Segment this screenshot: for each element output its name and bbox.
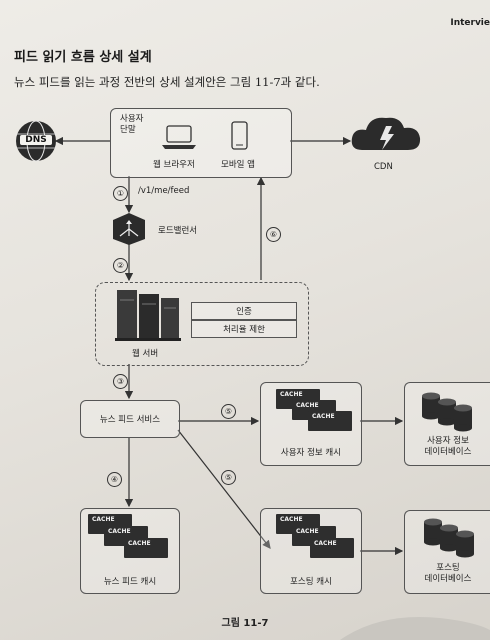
user-device-label: 사용자 단말 [120, 114, 144, 135]
auth-box [191, 302, 297, 320]
step-4-marker: ④ [107, 472, 122, 487]
figure-caption: 그림 11-7 [221, 618, 269, 629]
step-2-marker: ② [113, 258, 128, 273]
api-path-label: /v1/me/feed [138, 186, 190, 196]
web-server-box [95, 282, 309, 366]
news-feed-service-box [80, 400, 180, 438]
user-device-box [110, 108, 292, 178]
section-title: 피드 읽기 흐름 상세 설계 [14, 50, 152, 65]
auth-label: 인증 [236, 307, 252, 317]
arrow-step-5b [177, 429, 271, 549]
step-6-marker: ⑥ [266, 227, 281, 242]
step-3-marker: ③ [113, 374, 128, 389]
web-browser-label: 웹 브라우저 [153, 160, 195, 170]
post-db-box [404, 510, 490, 594]
news-feed-service-label: 뉴스 피드 서비스 [99, 415, 161, 425]
cache-card: CACHE [124, 538, 168, 558]
rate-limit-box [191, 320, 297, 338]
user-db-box [404, 382, 490, 466]
step-5-marker-post-cache: ⑤ [221, 470, 236, 485]
post-cache-label: 포스팅 캐시 [290, 577, 332, 587]
user-db-label: 사용자 정보 데이터베이스 [424, 436, 472, 457]
running-header: Intervie [450, 18, 490, 28]
cache-card: CACHE [308, 411, 352, 431]
mobile-app-label: 모바일 앱 [221, 160, 255, 170]
cdn-label: CDN [374, 162, 393, 172]
post-db-label: 포스팅 데이터베이스 [424, 563, 472, 584]
step-5-marker-user-cache: ⑤ [221, 404, 236, 419]
user-cache-label: 사용자 정보 캐시 [280, 448, 342, 458]
cache-card: CACHE [310, 538, 354, 558]
intro-paragraph: 뉴스 피드를 읽는 과정 전반의 상세 설계안은 그림 11-7과 같다. [14, 75, 320, 89]
web-server-label: 웹 서버 [132, 349, 159, 359]
rate-limit-label: 처리율 제한 [223, 325, 265, 335]
step-1-marker: ① [113, 186, 128, 201]
dns-label: DNS [20, 135, 52, 145]
load-balancer-label: 로드밸런서 [158, 226, 198, 236]
news-feed-cache-label: 뉴스 피드 캐시 [103, 577, 157, 587]
